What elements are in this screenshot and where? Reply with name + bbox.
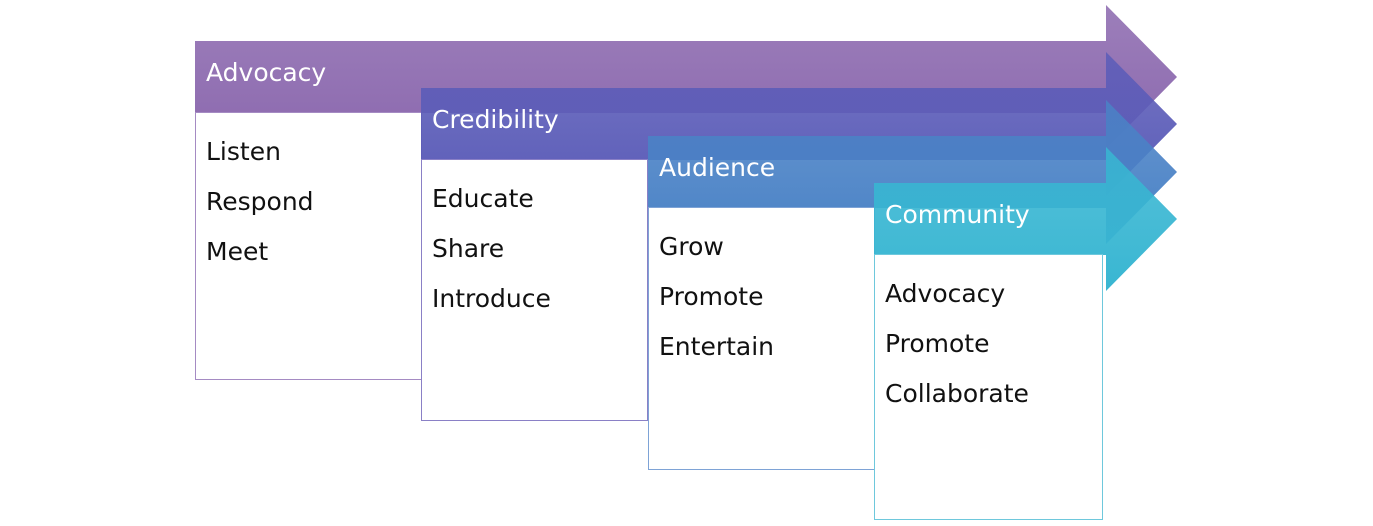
stage-item: Entertain	[659, 332, 775, 361]
stage-title: Advocacy	[206, 58, 327, 87]
stage-title: Audience	[659, 153, 776, 182]
stage-item: Promote	[885, 329, 990, 358]
stage-item: Collaborate	[885, 379, 1029, 408]
stage-title: Credibility	[432, 105, 559, 134]
stage-item: Respond	[206, 187, 314, 216]
stage-item: Promote	[659, 282, 764, 311]
stage-title: Community	[885, 200, 1030, 229]
stage-item: Introduce	[432, 284, 551, 313]
stage-item: Grow	[659, 232, 724, 261]
stage-item: Educate	[432, 184, 534, 213]
stage-item: Advocacy	[885, 279, 1006, 308]
stage-item: Share	[432, 234, 505, 263]
stage-item: Meet	[206, 237, 269, 266]
stage-item: Listen	[206, 137, 281, 166]
